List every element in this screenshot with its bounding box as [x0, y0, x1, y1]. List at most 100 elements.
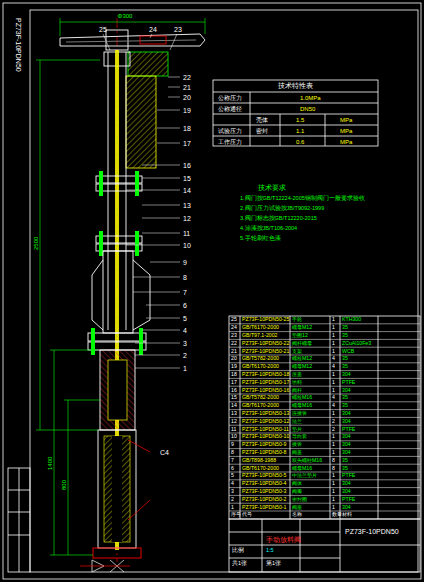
parts-cell: PZ73F-10PDN50-21 — [242, 349, 289, 354]
parts-cell: 304 — [342, 481, 351, 486]
parts-cell: 垫片 — [292, 427, 302, 432]
parts-cell: PZ73F-10PDN50-1 — [242, 505, 286, 510]
callout-number: 15 — [183, 175, 191, 182]
leader-line — [135, 355, 180, 356]
leader-line — [142, 178, 180, 179]
parts-cell: 304 — [342, 505, 351, 510]
parts-cell: PZ73F-10PDN50-8 — [242, 450, 286, 455]
parts-cell: PTFE — [342, 380, 355, 385]
parts-cell: 填料 — [292, 380, 302, 385]
leader-line — [150, 34, 152, 38]
parts-cell: 3 — [231, 489, 234, 494]
parts-cell: 螺母M12 — [292, 364, 312, 369]
callout-number: 12 — [183, 215, 191, 222]
table-cell: 公称通径 — [218, 106, 242, 112]
dimension: 1400 — [47, 457, 53, 470]
table-cell: 0.6 — [296, 139, 304, 145]
parts-cell: 1 — [332, 442, 335, 447]
leader-line — [126, 245, 180, 246]
leader-line — [142, 205, 180, 206]
parts-cell: 8 — [332, 466, 335, 471]
callout-number: 6 — [183, 302, 187, 309]
parts-cell: 双头螺柱M16 — [292, 458, 322, 463]
parts-cell: 19 — [231, 364, 237, 369]
parts-cell: 1 — [332, 505, 335, 510]
callout-number: 5 — [183, 315, 187, 322]
parts-cell: 2 — [332, 419, 335, 424]
parts-cell: 304 — [342, 489, 351, 494]
table-header: 数量 — [332, 512, 342, 517]
callout-number: 1 — [183, 365, 187, 372]
parts-cell: 15 — [231, 395, 237, 400]
title-cell: 1:5 — [266, 548, 274, 554]
notes-title: 技术要求 — [258, 185, 286, 192]
parts-cell: 17 — [231, 380, 237, 385]
parts-cell: GB/T97.1-2002 — [242, 333, 277, 338]
callout-number: 3 — [183, 340, 187, 347]
callout-number: 24 — [149, 26, 157, 33]
parts-cell: 35 — [342, 466, 348, 471]
note-line: 1.阀门按GB/T12224-2005钢制阀门一般要求验收 — [240, 196, 365, 202]
parts-cell: 4 — [332, 356, 335, 361]
callout-number: 17 — [183, 140, 191, 147]
parts-cell: 11 — [231, 427, 236, 432]
parts-cell: PTFE — [342, 473, 355, 478]
callout-number: 10 — [183, 242, 191, 249]
parts-cell: PZ73F-10PDN50-25 — [242, 317, 289, 322]
leader-line — [135, 343, 180, 344]
leader-line — [168, 77, 180, 78]
note-line: 3.阀门标志按GB/T12220-2015 — [240, 216, 317, 222]
parts-cell: 35 — [342, 364, 348, 369]
title-cell: 第1张 — [266, 561, 281, 567]
parts-cell: 中法兰垫片 — [292, 473, 317, 478]
parts-cell: 2 — [231, 497, 234, 502]
parts-cell: PZ73F-10PDN50-11 — [242, 427, 289, 432]
parts-cell: 阀杆螺母 — [292, 341, 312, 346]
parts-cell: PZ73F-10PDN50-4 — [242, 481, 286, 486]
parts-cell: 7 — [231, 458, 234, 463]
parts-cell: 20 — [231, 356, 237, 361]
parts-cell: PZ73F-10PDN50-12 — [242, 419, 289, 424]
parts-cell: 阀体 — [292, 481, 302, 486]
parts-cell: PZ73F-10PDN50-9 — [242, 442, 286, 447]
parts-cell: 304 — [342, 388, 351, 393]
parts-cell: 1 — [231, 505, 234, 510]
table-header: 序号 — [231, 512, 241, 517]
table-cell: MPa — [340, 117, 352, 123]
drawing-title: 手动放料阀 — [266, 536, 301, 543]
leader-line — [133, 292, 180, 293]
drawing-number: PZ73F-10PDN50 — [15, 18, 22, 72]
leader-line — [142, 165, 180, 166]
table-cell: 1.1 — [296, 128, 304, 134]
table-title: 技术特性表 — [278, 83, 313, 90]
leader-line — [157, 128, 180, 129]
callout-number: 7 — [183, 289, 187, 296]
parts-cell: 连接管 — [292, 411, 307, 416]
parts-cell: 螺母M16 — [292, 466, 312, 471]
leader-line — [142, 330, 180, 331]
parts-cell: 法兰 — [292, 419, 302, 424]
parts-cell: 9 — [231, 442, 234, 447]
table-cell: DN50 — [300, 106, 315, 112]
table-cell: 公称压力 — [218, 95, 242, 101]
title-cell: 比例 — [232, 548, 244, 554]
parts-cell: 1 — [332, 481, 335, 486]
callout-number: 13 — [183, 202, 191, 209]
leader-line — [168, 87, 180, 88]
parts-cell: GB/T6170-2000 — [242, 466, 279, 471]
parts-cell: 35 — [342, 395, 348, 400]
parts-cell: 35 — [342, 403, 348, 408]
leader-line — [146, 318, 180, 319]
parts-cell: GB/T898-1988 — [242, 458, 276, 463]
parts-cell: 16 — [231, 388, 237, 393]
callout-number: 25 — [99, 26, 107, 33]
parts-cell: 24 — [231, 325, 237, 330]
callout-number: 23 — [174, 26, 182, 33]
parts-cell: 21 — [231, 349, 237, 354]
parts-cell: 5 — [231, 473, 234, 478]
parts-cell: 6 — [231, 466, 234, 471]
table-cell: 密封 — [256, 128, 268, 134]
leader-line — [146, 305, 180, 306]
parts-cell: PZ73F-10PDN50-17 — [242, 380, 289, 385]
callout-number: 19 — [183, 107, 191, 114]
